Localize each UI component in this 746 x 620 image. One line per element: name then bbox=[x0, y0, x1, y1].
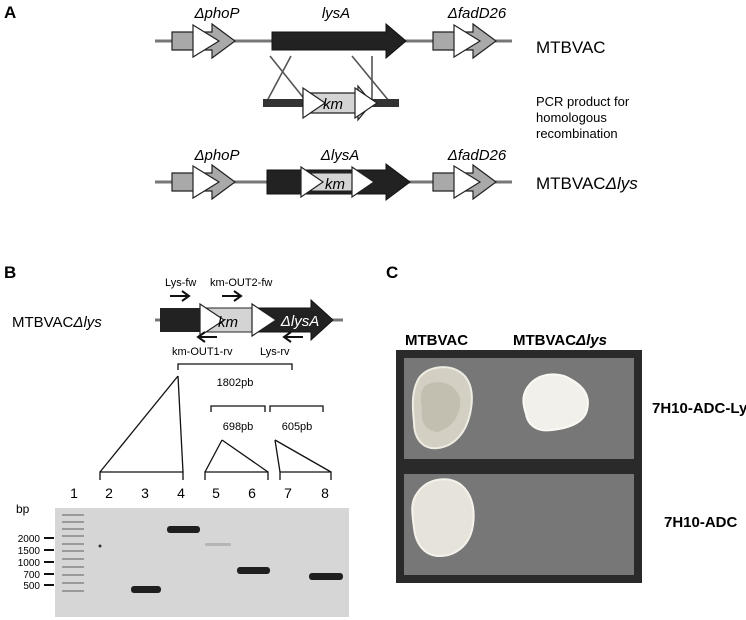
panel-b-letter: B bbox=[4, 263, 16, 282]
row2-frt-triangle-right bbox=[351, 165, 376, 199]
ladder-2000: 2000 bbox=[18, 534, 41, 545]
mtbvac-lys-construct: km ΔlysA bbox=[155, 298, 343, 342]
lysA-gene-arrow bbox=[271, 22, 407, 60]
lane-label-6: 6 bbox=[248, 485, 256, 501]
bracket-605 bbox=[269, 405, 324, 412]
construct-lysA-arrow bbox=[257, 298, 334, 342]
colony-mtbvac-plate2 bbox=[411, 478, 475, 558]
row2-km-label: km bbox=[325, 176, 345, 193]
bracket-698 bbox=[210, 405, 266, 412]
gel-speck bbox=[98, 544, 102, 548]
row2-frt-triangle-left bbox=[300, 165, 325, 199]
lys-rv-label: Lys-rv bbox=[260, 346, 290, 358]
construct-frt-triangle-right bbox=[251, 302, 278, 338]
amplicon-brackets bbox=[177, 363, 324, 412]
lysA-label: lysA bbox=[322, 5, 350, 22]
plate-7h10-adc-lys bbox=[396, 350, 642, 467]
phoP-deletion-triangle bbox=[192, 23, 221, 59]
panel-a-letter: A bbox=[4, 3, 16, 22]
ladder-1000: 1000 bbox=[18, 558, 41, 569]
mtbvac-label: MTBVAC bbox=[536, 38, 606, 57]
row2-fadD26-deletion-triangle bbox=[453, 164, 482, 200]
panel-c-letter: C bbox=[386, 263, 398, 282]
ladder-bands bbox=[62, 514, 84, 592]
pcr-description-line3: recombination bbox=[536, 126, 618, 141]
pcr-frt-triangle-right bbox=[354, 86, 379, 120]
c-col-mtbvac-lys-label: MTBVACΔlys bbox=[513, 332, 607, 349]
mtbvac-lys-genome-row: km ΔphoP ΔlysA ΔfadD26 MTBVACΔlys bbox=[155, 147, 638, 201]
plate2-medium-label: 7H10-ADC bbox=[664, 514, 738, 531]
lane-connector-lines bbox=[99, 375, 332, 480]
label-698pb: 698pb bbox=[223, 421, 254, 433]
phoP-label: ΔphoP bbox=[193, 5, 239, 22]
band-lane6 bbox=[237, 567, 270, 574]
lys-fw-label: Lys-fw bbox=[165, 277, 196, 289]
row2-fadD26-label: ΔfadD26 bbox=[447, 147, 507, 164]
c-col-mtbvac-label: MTBVAC bbox=[405, 332, 468, 349]
km-out2-fw-label: km-OUT2-fw bbox=[210, 277, 272, 289]
row2-phoP-label: ΔphoP bbox=[193, 147, 239, 164]
ladder-500: 500 bbox=[23, 581, 40, 592]
construct-frt-triangle-left bbox=[199, 302, 226, 338]
recombination-crossover-lines bbox=[266, 55, 390, 102]
km-out2-fw-arrow bbox=[222, 290, 243, 302]
mtbvac-lys-label: MTBVACΔlys bbox=[536, 174, 638, 193]
lane-label-2: 2 bbox=[105, 485, 113, 501]
km-out1-rv-arrow bbox=[196, 331, 217, 343]
lane-label-7: 7 bbox=[284, 485, 292, 501]
gel-bp-label: bp bbox=[16, 502, 30, 516]
row2-lysA-label: ΔlysA bbox=[320, 147, 359, 164]
pcr-km-label: km bbox=[323, 96, 343, 113]
ladder-700: 700 bbox=[23, 570, 40, 581]
plate-7h10-adc bbox=[396, 466, 642, 583]
lane-label-4: 4 bbox=[177, 485, 185, 501]
construct-upstream-block bbox=[160, 308, 204, 332]
label-1802pb: 1802pb bbox=[217, 377, 254, 389]
fadD26-deletion-triangle bbox=[453, 23, 482, 59]
lane-label-8: 8 bbox=[321, 485, 329, 501]
band-lane3 bbox=[131, 586, 161, 593]
agarose-gel bbox=[55, 508, 349, 617]
pcr-description-line1: PCR product for bbox=[536, 94, 630, 109]
lane-group-bracket-2-4 bbox=[99, 471, 184, 480]
lane-group-bracket-7-8 bbox=[279, 471, 332, 480]
pcr-product: km bbox=[263, 84, 399, 122]
fadD26-label: ΔfadD26 bbox=[447, 5, 507, 22]
km-out1-rv-label: km-OUT1-rv bbox=[172, 346, 233, 358]
label-605pb: 605pb bbox=[282, 421, 313, 433]
lys-fw-arrow bbox=[170, 290, 191, 302]
primer-arrows bbox=[170, 290, 303, 343]
pcr-frt-triangle-left bbox=[302, 86, 327, 120]
band-lane8 bbox=[309, 573, 343, 580]
colony-mtbvac-lys-plate1 bbox=[522, 373, 589, 432]
lane-label-1: 1 bbox=[70, 485, 78, 501]
pcr-description-line2: homologous bbox=[536, 110, 607, 125]
plate1-medium-label: 7H10-ADC-Lys bbox=[652, 400, 746, 417]
construct-km-label: km bbox=[218, 314, 238, 331]
mtbvac-genome-row: ΔphoP lysA ΔfadD26 MTBVAC bbox=[155, 5, 606, 60]
lane-label-5: 5 bbox=[212, 485, 220, 501]
construct-lysA-label: ΔlysA bbox=[280, 313, 319, 330]
lys-rv-arrow bbox=[282, 331, 303, 343]
band-lane5-faint bbox=[205, 543, 231, 546]
lane-group-bracket-5-6 bbox=[204, 471, 269, 480]
bracket-1802 bbox=[177, 363, 293, 370]
ladder-1500: 1500 bbox=[18, 546, 41, 557]
row2-phoP-deletion-triangle bbox=[192, 164, 221, 200]
ladder-size-marks bbox=[44, 537, 54, 586]
lane-label-3: 3 bbox=[141, 485, 149, 501]
b-mtbvac-lys-label: MTBVACΔlys bbox=[12, 314, 102, 331]
band-lane4 bbox=[167, 526, 200, 533]
